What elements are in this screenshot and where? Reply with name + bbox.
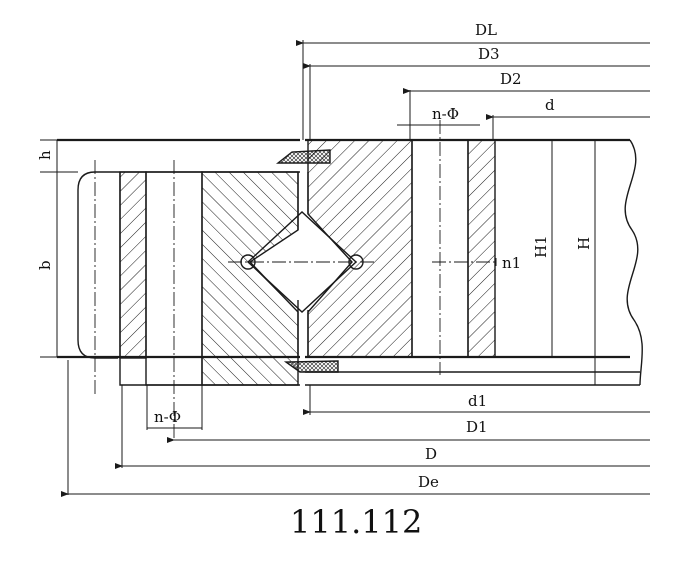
label-DL: DL bbox=[475, 21, 497, 39]
center-lines bbox=[94, 120, 496, 440]
labels: DL D3 D2 d n-Φ h b n1 H1 H n-Φ d1 D1 D D… bbox=[36, 21, 593, 541]
dimensions bbox=[40, 40, 650, 497]
raceway bbox=[240, 149, 364, 373]
inner-ring-hatch-right bbox=[467, 139, 496, 358]
label-De: De bbox=[418, 473, 439, 491]
label-H: H bbox=[575, 237, 593, 250]
label-d: d bbox=[545, 96, 555, 114]
top-seal bbox=[275, 149, 331, 164]
label-n1: n1 bbox=[502, 254, 521, 272]
outer-ring bbox=[57, 138, 300, 386]
break-line bbox=[624, 139, 643, 386]
inner-ring-hatch-body bbox=[307, 139, 413, 358]
label-H1: H1 bbox=[532, 235, 550, 258]
label-D: D bbox=[425, 445, 437, 463]
label-d1: d1 bbox=[468, 392, 487, 410]
drawing-title: 111.112 bbox=[290, 503, 422, 541]
bottom-seal bbox=[283, 360, 339, 373]
outer-ring-hatch-left bbox=[119, 171, 147, 359]
label-D3: D3 bbox=[478, 45, 500, 63]
label-n-phi-top: n-Φ bbox=[432, 105, 459, 123]
label-D1: D1 bbox=[466, 418, 488, 436]
inner-ring bbox=[305, 138, 643, 386]
label-D2: D2 bbox=[500, 70, 522, 88]
label-b: b bbox=[36, 260, 54, 270]
label-h: h bbox=[36, 150, 54, 160]
label-n-phi-bottom: n-Φ bbox=[154, 408, 181, 426]
outer-ring-hatch-body bbox=[201, 171, 299, 386]
